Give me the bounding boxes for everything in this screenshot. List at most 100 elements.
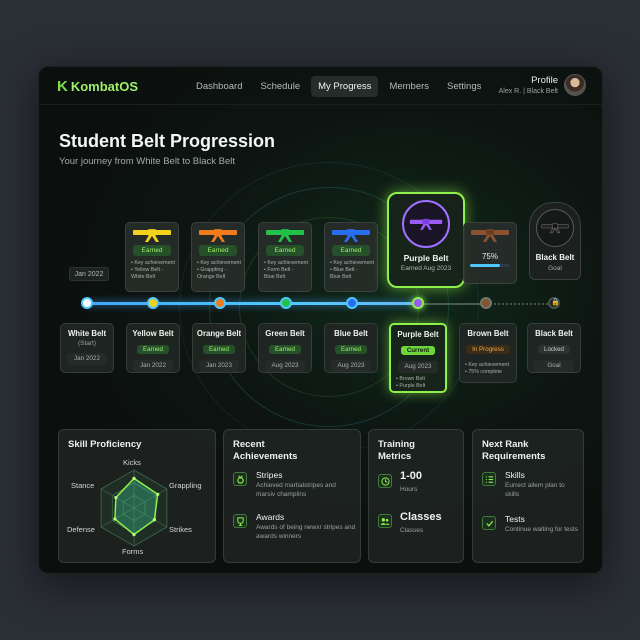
people-icon — [378, 514, 392, 528]
timeline-track-remaining — [487, 303, 555, 305]
radar-point-forms — [132, 533, 136, 537]
belt-name: Purple Belt — [397, 330, 439, 339]
achievement-desc: Achieved martialstripes and marsiv champ… — [256, 482, 336, 498]
radar-point-kicks — [132, 476, 136, 480]
belt-info-yellow[interactable]: Yellow Belt Earned Jan 2022 — [126, 323, 180, 373]
belt-info-white[interactable]: White Belt (Start) Jan 2022 — [60, 323, 114, 373]
nav-schedule[interactable]: Schedule — [260, 81, 301, 92]
belt-card-green[interactable]: Earned • Key achievement • Form Belt - B… — [258, 222, 312, 292]
timeline-node-white[interactable] — [81, 297, 93, 309]
timeline-node-blue[interactable] — [346, 297, 358, 309]
in-progress-badge: In Progress — [466, 345, 510, 354]
earned-badge: Earned — [203, 345, 235, 354]
next-rank-requirements-panel: Next Rank Requirements Skills Eurrect al… — [472, 429, 584, 563]
purple-belt-label: Purple Belt — [403, 253, 449, 263]
purple-belt-badge — [402, 200, 450, 248]
timeline-node-purple[interactable] — [412, 297, 424, 309]
clock-icon — [378, 474, 392, 488]
avatar[interactable] — [564, 74, 586, 96]
black-belt-icon — [541, 223, 569, 234]
note-line: • Key achievement — [330, 260, 374, 266]
belt-date: Aug 2023 — [265, 360, 305, 372]
nav-members[interactable]: Members — [389, 81, 430, 92]
panel-title: Recent Achievements — [233, 439, 298, 462]
lock-icon: 🔒 — [551, 299, 560, 306]
radar-label-grappling: Grappling — [169, 481, 202, 490]
yellow-belt-icon — [133, 229, 171, 242]
note-line: • Blue Belt - — [330, 267, 358, 273]
card-notes: • Brown Belt • Purple Belt — [391, 376, 445, 390]
card-notes: • Key achievement • Form Belt - Blue Bel… — [262, 260, 308, 281]
belt-name: Blue Belt — [334, 329, 368, 338]
brown-progress-bar — [470, 264, 510, 267]
brown-progress-percent: 75% — [481, 252, 498, 261]
profile-menu[interactable]: Profile Alex R. | Black Belt — [499, 74, 586, 96]
belt-info-blue[interactable]: Blue Belt Earned Aug 2023 — [324, 323, 378, 373]
earned-badge: Earned — [332, 245, 370, 256]
note-line: • Brown Belt — [396, 376, 425, 382]
radar-point-stance — [114, 495, 118, 500]
belt-sub: (Start) — [77, 340, 97, 347]
belt-card-black-goal[interactable]: Black Belt Goal — [529, 202, 581, 280]
radar-point-defense — [113, 517, 117, 521]
purple-belt-date: Earned Aug 2023 — [400, 265, 452, 272]
belt-name: Yellow Belt — [132, 329, 174, 338]
note-line: • Key achievement — [131, 260, 175, 266]
belt-card-orange[interactable]: Earned • Key achievement • Grappling - O… — [191, 222, 245, 292]
card-notes: • Key achievement • Grappling - Orange B… — [195, 260, 241, 281]
belt-card-blue[interactable]: Earned • Key achievement • Blue Belt - B… — [324, 222, 378, 292]
nav-my-progress[interactable]: My Progress — [311, 76, 379, 97]
belt-card-yellow[interactable]: Earned • Key achievement • Yellow Belt -… — [125, 222, 179, 292]
radar-axis — [133, 488, 168, 509]
belt-card-brown[interactable]: 75% — [463, 222, 517, 284]
belt-info-black[interactable]: Black Belt Locked Goal — [527, 323, 581, 373]
card-notes: • Key achievement • Yellow Belt - White … — [129, 260, 175, 281]
list-icon — [482, 472, 496, 486]
belt-date: Jan 2023 — [199, 360, 239, 372]
belt-info-purple-current[interactable]: Purple Belt Current Aug 2023 • Brown Bel… — [389, 323, 447, 393]
nav-settings[interactable]: Settings — [447, 81, 482, 92]
belt-info-green[interactable]: Green Belt Earned Aug 2023 — [258, 323, 312, 373]
logo-icon: K — [57, 78, 68, 95]
medal-icon — [233, 472, 247, 486]
recent-achievements-panel: Recent Achievements Stripes Achieved mar… — [223, 429, 361, 563]
belt-name: Green Belt — [265, 329, 305, 338]
black-belt-badge — [536, 209, 574, 247]
trophy-icon — [233, 514, 247, 528]
note-line: • Key achievement — [264, 260, 308, 266]
page-title: Student Belt Progression — [59, 131, 276, 151]
green-belt-icon — [266, 229, 304, 242]
requirement-title: Tests — [505, 514, 525, 524]
metric-hours-value: 1-00 — [400, 470, 423, 482]
belt-card-purple-current[interactable]: Purple Belt Earned Aug 2023 — [387, 192, 465, 288]
timeline-node-black[interactable] — [548, 297, 560, 309]
card-notes: • Key achievement • Blue Belt - Blue Bel… — [328, 260, 374, 281]
belt-info-brown[interactable]: Brown Belt In Progress • Key achievement… — [459, 323, 517, 383]
app-window: K KombatOS Dashboard Schedule My Progres… — [38, 66, 603, 574]
note-line: Orange Belt — [197, 274, 226, 280]
current-badge: Current — [400, 346, 436, 355]
radar-axis — [100, 507, 135, 528]
nav-dashboard[interactable]: Dashboard — [196, 81, 243, 92]
note-line: • Form Belt - — [264, 267, 294, 273]
timeline-node-yellow[interactable] — [147, 297, 159, 309]
belt-date: Aug 2023 — [331, 360, 371, 372]
note-line: • Key achievement — [465, 362, 509, 368]
skill-radar-chart — [100, 469, 168, 547]
timeline-node-brown[interactable] — [480, 297, 492, 309]
app-logo[interactable]: K KombatOS — [57, 78, 138, 95]
timeline-node-orange[interactable] — [214, 297, 226, 309]
brown-belt-icon — [471, 229, 509, 242]
timeline-track-completed — [87, 302, 421, 305]
timeline-track-progress — [419, 303, 487, 305]
profile-subtitle: Alex R. | Black Belt — [498, 88, 558, 95]
metric-classes-value: Classes — [400, 511, 442, 523]
belt-date: Jan 2022 — [133, 360, 173, 372]
belt-info-orange[interactable]: Orange Belt Earned Jan 2023 — [192, 323, 246, 373]
note-line: White Belt — [131, 274, 156, 280]
brown-progress-fill — [470, 264, 500, 267]
page-subtitle: Your journey from White Belt to Black Be… — [59, 156, 236, 167]
note-line: Blue Belt — [330, 274, 352, 280]
timeline-node-green[interactable] — [280, 297, 292, 309]
radar-label-strikes: Strikes — [169, 525, 192, 534]
